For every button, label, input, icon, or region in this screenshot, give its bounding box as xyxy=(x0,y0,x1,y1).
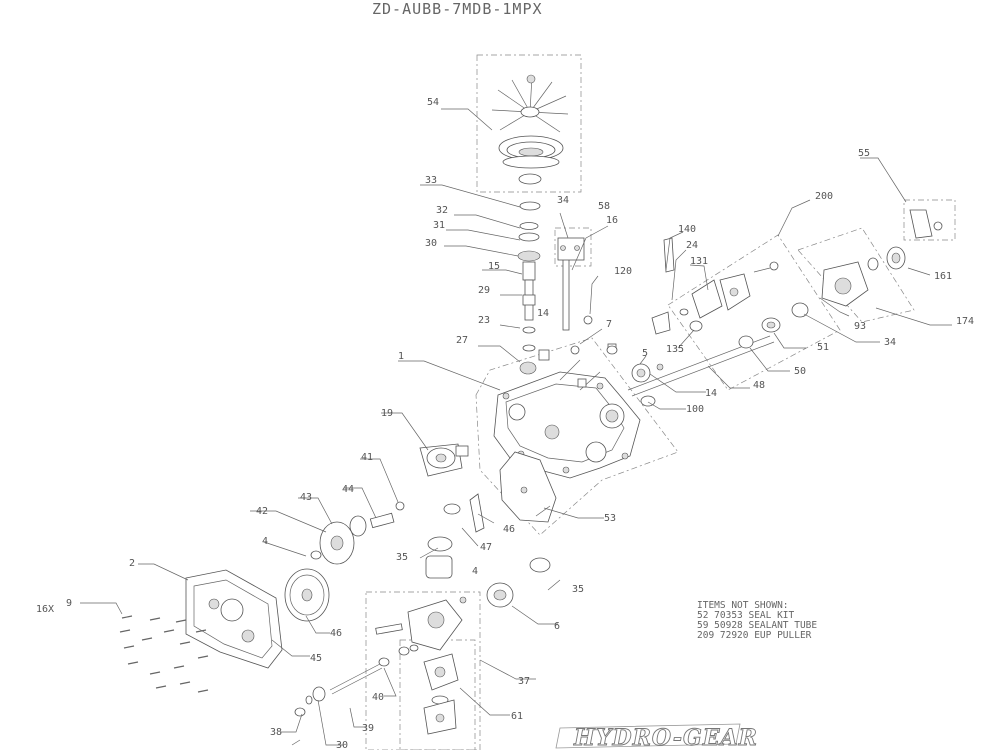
callout-100: 100 xyxy=(686,404,704,415)
items-not-shown-note: ITEMS NOT SHOWN: 52 70353 SEAL KIT 59 50… xyxy=(697,600,817,641)
callout-174: 174 xyxy=(956,316,974,327)
callout-4-left: 4 xyxy=(262,536,268,547)
callout-43: 43 xyxy=(300,492,312,503)
callout-1: 1 xyxy=(398,351,404,362)
group-boxes xyxy=(365,54,956,750)
callout-30: 30 xyxy=(425,238,437,249)
callout-27: 27 xyxy=(456,335,468,346)
leader-lines xyxy=(80,108,952,746)
callout-31: 31 xyxy=(433,220,445,231)
axle-brake-group xyxy=(606,209,943,407)
callout-44: 44 xyxy=(342,484,354,495)
callout-55: 55 xyxy=(858,148,870,159)
callout-6: 6 xyxy=(554,621,560,632)
callout-35-left: 35 xyxy=(396,552,408,563)
callout-4-center: 4 xyxy=(472,566,478,577)
callout-51: 51 xyxy=(817,342,829,353)
callout-16x: 16X xyxy=(36,604,54,615)
callout-14-upper: 14 xyxy=(537,308,549,319)
callout-34-top: 34 xyxy=(557,195,569,206)
callout-161: 161 xyxy=(934,271,952,282)
callout-58: 58 xyxy=(598,201,610,212)
callout-48: 48 xyxy=(753,380,765,391)
callout-200: 200 xyxy=(815,191,833,202)
svg-text:52 70353 SEAL KIT: 52 70353 SEAL KIT xyxy=(697,610,795,621)
callout-24: 24 xyxy=(686,240,698,251)
callout-46-lower: 46 xyxy=(330,628,342,639)
callout-120: 120 xyxy=(614,266,632,277)
callout-5: 5 xyxy=(642,348,648,359)
callout-40: 40 xyxy=(372,692,384,703)
callout-16: 16 xyxy=(606,215,618,226)
bracket-group-box xyxy=(554,227,592,267)
callout-93: 93 xyxy=(854,321,866,332)
group-200-box xyxy=(667,234,841,391)
callout-47: 47 xyxy=(480,542,492,553)
model-title: ZD-AUBB-7MDB-1MPX xyxy=(372,0,543,18)
svg-text:ITEMS NOT SHOWN:: ITEMS NOT SHOWN: xyxy=(697,600,789,611)
callout-2: 2 xyxy=(129,558,135,569)
callout-32: 32 xyxy=(436,205,448,216)
svg-text:59 50928 SEALANT TUBE: 59 50928 SEALANT TUBE xyxy=(697,620,817,631)
side-cover-icon xyxy=(185,569,283,669)
callout-33: 33 xyxy=(425,175,437,186)
callout-29: 29 xyxy=(478,285,490,296)
callout-35-right: 35 xyxy=(572,584,584,595)
housing-group-box xyxy=(475,337,679,536)
lower-gear-group xyxy=(284,443,551,622)
callout-41: 41 xyxy=(361,452,373,463)
callout-135: 135 xyxy=(666,344,684,355)
callout-labels: 54 33 32 31 30 15 29 23 27 34 58 16 140 … xyxy=(36,97,974,750)
callout-39: 39 xyxy=(362,723,374,734)
bracket-55-box xyxy=(903,199,956,241)
callout-38: 38 xyxy=(270,727,282,738)
callout-7: 7 xyxy=(606,319,612,330)
bolts-16x xyxy=(119,615,209,693)
fan-group-box xyxy=(476,54,582,193)
pump-shaft-stack xyxy=(517,201,593,375)
callout-34-right: 34 xyxy=(884,337,896,348)
callout-45: 45 xyxy=(310,653,322,664)
group-61-box xyxy=(399,639,476,750)
callout-50: 50 xyxy=(794,366,806,377)
callout-30-bottom: 30 xyxy=(336,740,348,750)
svg-text:HYDRO-GEAR: HYDRO-GEAR xyxy=(573,725,758,750)
main-housing-icon xyxy=(493,343,641,479)
callout-140: 140 xyxy=(678,224,696,235)
cooling-fan-icon xyxy=(491,74,569,185)
callout-19: 19 xyxy=(381,408,393,419)
callout-61: 61 xyxy=(511,711,523,722)
group-37-box xyxy=(365,591,481,750)
callout-54: 54 xyxy=(427,97,439,108)
callout-53: 53 xyxy=(604,513,616,524)
lower-shaft-group xyxy=(294,596,467,735)
gasket-hole xyxy=(520,486,528,494)
callout-23: 23 xyxy=(478,315,490,326)
callout-9: 9 xyxy=(66,598,72,609)
callout-14-lower: 14 xyxy=(705,388,717,399)
hydro-gear-logo: HYDRO-GEAR xyxy=(555,723,758,750)
callout-37: 37 xyxy=(518,676,530,687)
callout-15: 15 xyxy=(488,261,500,272)
group-174-box xyxy=(797,227,915,323)
callout-46-upper: 46 xyxy=(503,524,515,535)
callout-42: 42 xyxy=(256,506,268,517)
svg-text:209 72920 EUP PULLER: 209 72920 EUP PULLER xyxy=(697,630,812,641)
callout-131: 131 xyxy=(690,256,708,267)
